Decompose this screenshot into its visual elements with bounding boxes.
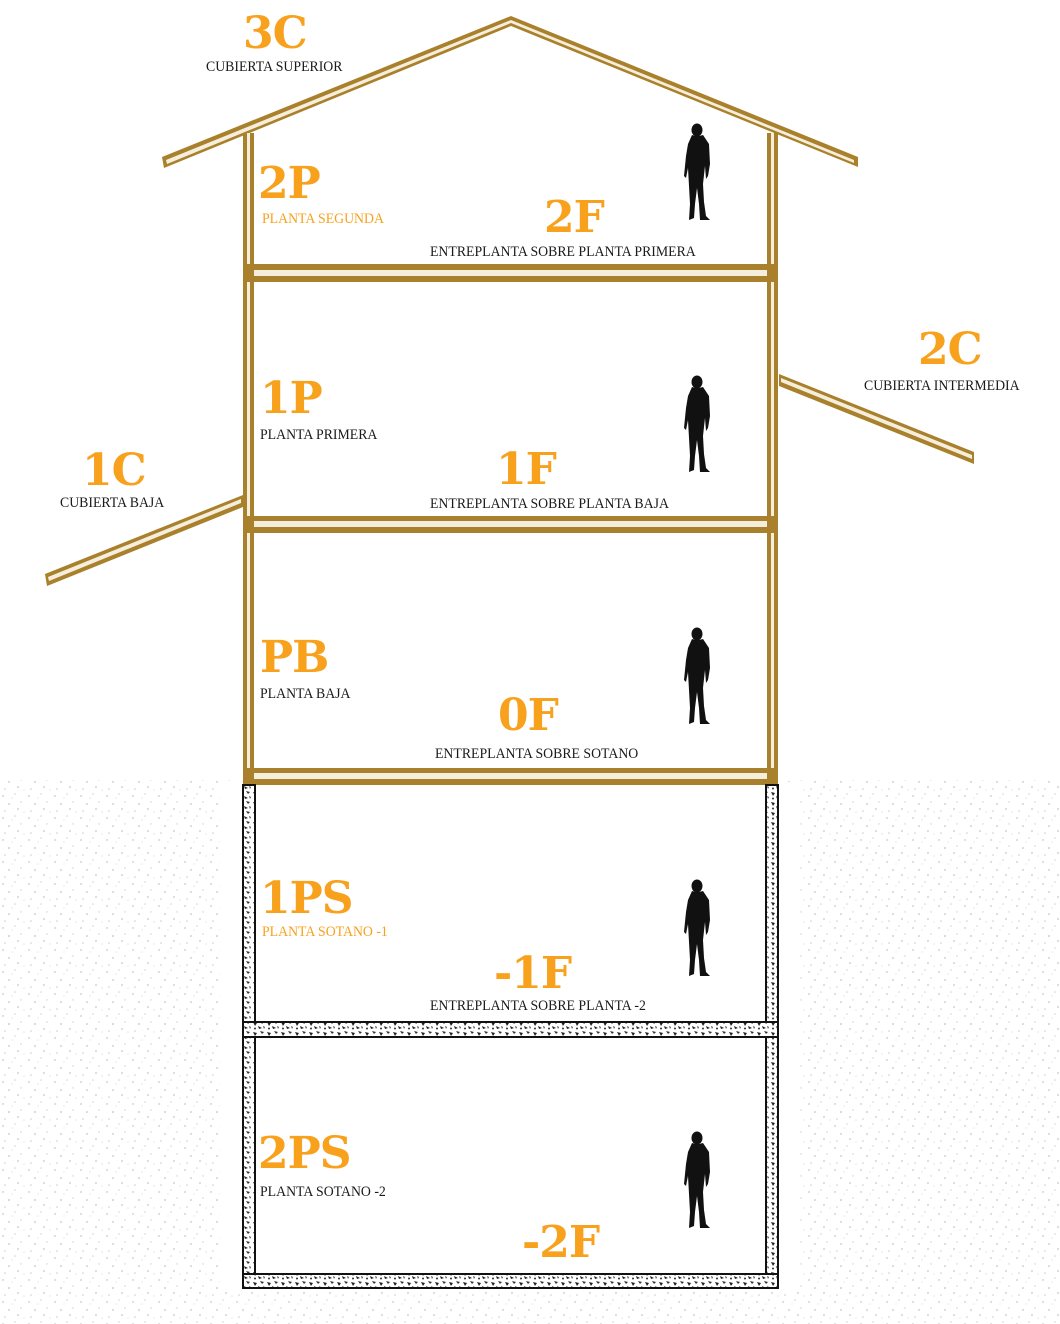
slab-2f-code: 2F bbox=[544, 192, 605, 243]
roof-low-1c bbox=[45, 495, 243, 586]
floor-1ps-name: PLANTA SOTANO -1 bbox=[262, 924, 388, 940]
slab-0f bbox=[243, 768, 778, 785]
roof-low-name: CUBIERTA BAJA bbox=[60, 495, 165, 511]
person-silhouette-icon bbox=[684, 375, 710, 472]
slab-0f-name: ENTREPLANTA SOBRE SOTANO bbox=[435, 746, 639, 762]
slab-minus-2f-code: -2F bbox=[522, 1217, 600, 1268]
roof-upper-code: 3C bbox=[243, 8, 308, 59]
roof-intermediate-code: 2C bbox=[918, 324, 983, 375]
wall-left bbox=[243, 133, 254, 778]
slab-2f bbox=[243, 264, 778, 282]
floor-1p-name: PLANTA PRIMERA bbox=[260, 427, 378, 443]
floor-2ps-name: PLANTA SOTANO -2 bbox=[260, 1184, 386, 1200]
slab-1f-name: ENTREPLANTA SOBRE PLANTA BAJA bbox=[430, 496, 669, 512]
floor-pb-code: PB bbox=[260, 632, 329, 683]
person-silhouette-icon bbox=[684, 123, 710, 220]
roof-low-code: 1C bbox=[82, 445, 147, 496]
roof-upper-name: CUBIERTA SUPERIOR bbox=[206, 59, 343, 75]
floor-1p-code: 1P bbox=[260, 373, 323, 424]
slab-0f-code: 0F bbox=[498, 690, 559, 741]
slab-minus-1f-name: ENTREPLANTA SOBRE PLANTA -2 bbox=[430, 998, 646, 1014]
floor-2p-name: PLANTA SEGUNDA bbox=[262, 211, 384, 227]
floor-2p-code: 2P bbox=[258, 158, 321, 209]
slab-1f-code: 1F bbox=[496, 444, 557, 495]
roof-intermediate-2c bbox=[779, 374, 974, 464]
slab-minus-1f-code: -1F bbox=[494, 948, 572, 999]
floor-2ps-code: 2PS bbox=[258, 1128, 351, 1179]
slab-minus-2f bbox=[242, 1273, 779, 1289]
roof-intermediate-name: CUBIERTA INTERMEDIA bbox=[864, 378, 1020, 394]
slab-1f bbox=[243, 516, 778, 533]
floor-1ps-code: 1PS bbox=[260, 873, 353, 924]
floor-pb-name: PLANTA BAJA bbox=[260, 686, 351, 702]
slab-minus-1f bbox=[242, 1021, 779, 1038]
person-silhouette-icon bbox=[684, 627, 710, 724]
slab-2f-name: ENTREPLANTA SOBRE PLANTA PRIMERA bbox=[430, 244, 696, 260]
wall-right bbox=[767, 133, 778, 778]
